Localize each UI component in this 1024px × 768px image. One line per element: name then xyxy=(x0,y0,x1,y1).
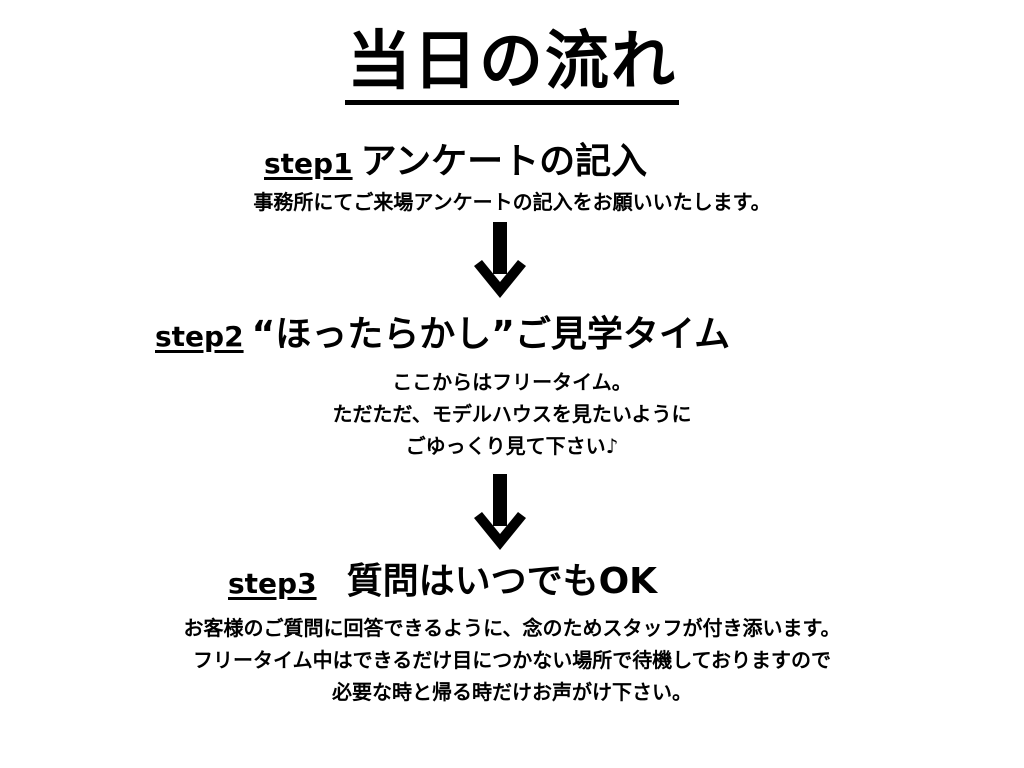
arrow-down-icon xyxy=(474,222,526,298)
step2-label: step2 xyxy=(155,320,244,353)
step2-line-2: ただただ、モデルハウスを見たいように xyxy=(332,402,692,426)
step1-line-1: 事務所にてご来場アンケートの記入をお願いいたします。 xyxy=(253,190,771,214)
step2-line-1: ここからはフリータイム。 xyxy=(392,370,632,394)
step2-title: “ほったらかし”ご見学タイム xyxy=(251,314,731,355)
step3-line-2: フリータイム中はできるだけ目につかない場所で待機しておりますので xyxy=(193,648,831,672)
step1-label: step1 xyxy=(264,147,353,180)
page-title-text: 当日の流れ xyxy=(345,24,679,105)
page-title: 当日の流れ xyxy=(0,18,1024,106)
step3-heading: step3 質問はいつでもOK xyxy=(228,562,657,608)
step1-description: 事務所にてご来場アンケートの記入をお願いいたします。 xyxy=(0,186,1024,218)
arrow-down-icon xyxy=(474,474,526,550)
step3-description: お客様のご質問に回答できるように、念のためスタッフが付き添います。 フリータイム… xyxy=(0,612,1024,708)
step2-heading: step2“ほったらかし”ご見学タイム xyxy=(155,315,730,361)
step3-line-3: 必要な時と帰る時だけお声がけ下さい。 xyxy=(332,680,692,704)
step3-title: 質問はいつでもOK xyxy=(346,561,658,602)
step3-line-1: お客様のご質問に回答できるように、念のためスタッフが付き添います。 xyxy=(183,616,841,640)
step3-label: step3 xyxy=(228,567,317,600)
step2-line-3: ごゆっくり見て下さい♪ xyxy=(405,434,619,458)
step1-title: アンケートの記入 xyxy=(360,141,648,182)
step2-description: ここからはフリータイム。 ただただ、モデルハウスを見たいように ごゆっくり見て下… xyxy=(0,366,1024,462)
